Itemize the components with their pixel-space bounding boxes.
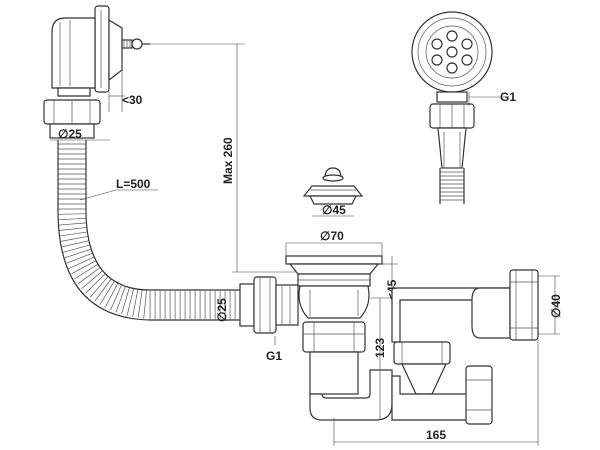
hose-rib — [64, 248, 92, 259]
dimension-siphon-width: 165 — [333, 340, 539, 446]
overflow-diameter-label: ∅25 — [58, 127, 82, 141]
hose-rib — [132, 289, 139, 317]
overflow-depth-label: <30 — [122, 93, 143, 107]
dimension-overflow-depth: <30 — [108, 60, 143, 112]
thread-right-label: G1 — [500, 90, 516, 104]
drain-plug: ∅45 — [302, 167, 364, 217]
hose-rib — [110, 284, 123, 311]
hose-rib — [58, 222, 87, 226]
dimension-outlet-diameter: ∅40 — [538, 275, 563, 335]
plug-diameter-label: ∅45 — [322, 203, 346, 217]
hose-rib — [77, 267, 101, 285]
siphon-height-label: 123 — [373, 338, 387, 358]
dimension-overflow-diameter: ∅25 — [50, 127, 110, 141]
corrugated-hose — [57, 140, 252, 321]
hose-rib — [71, 260, 97, 275]
max-height-label: Max 260 — [221, 137, 235, 184]
hose-rib — [115, 285, 126, 313]
hose-rib — [99, 280, 115, 305]
hose-rib — [85, 273, 106, 294]
dimension-g1-right: G1 — [468, 90, 516, 106]
hose-rib — [137, 290, 143, 318]
hose-rib — [61, 240, 90, 248]
siphon-right — [391, 269, 539, 425]
siphon-width-label: 165 — [426, 428, 446, 442]
hose-rib — [58, 213, 87, 215]
hose-rib — [66, 252, 93, 264]
hose-rib — [121, 287, 130, 315]
dimension-g1-left: G1 — [266, 336, 282, 363]
drain-body: ∅70 — [285, 229, 393, 421]
overflow-fitting — [43, 5, 150, 139]
hose-rib — [126, 288, 134, 316]
outlet-diameter-label: ∅40 — [549, 294, 563, 318]
hose-rib — [58, 217, 87, 221]
hose-length-label: L=500 — [116, 177, 151, 191]
hose-rib — [81, 270, 104, 289]
hose-rib — [60, 235, 89, 242]
hose-rib — [68, 256, 95, 269]
drain-flange-label: ∅70 — [320, 229, 344, 243]
hose-rib — [89, 275, 109, 298]
hose-rib — [62, 244, 91, 253]
inlet-diameter-label: ∅25 — [215, 298, 229, 322]
inlet-connector — [239, 276, 299, 334]
hose-rib — [94, 278, 112, 302]
hose-ribs — [58, 143, 246, 319]
overflow-front-view — [411, 11, 493, 204]
front-view-hose-ribs — [439, 167, 465, 204]
dimension-max-height: Max 260 — [150, 43, 300, 273]
hose-outline — [439, 168, 465, 204]
hose-rib — [143, 290, 147, 319]
thread-left-label: G1 — [266, 349, 282, 363]
hose-rib — [59, 231, 88, 237]
hose-rib — [104, 282, 119, 308]
dimension-hose-length: L=500 — [79, 177, 158, 201]
hose-rib — [74, 263, 99, 280]
hose-rib — [59, 227, 87, 231]
